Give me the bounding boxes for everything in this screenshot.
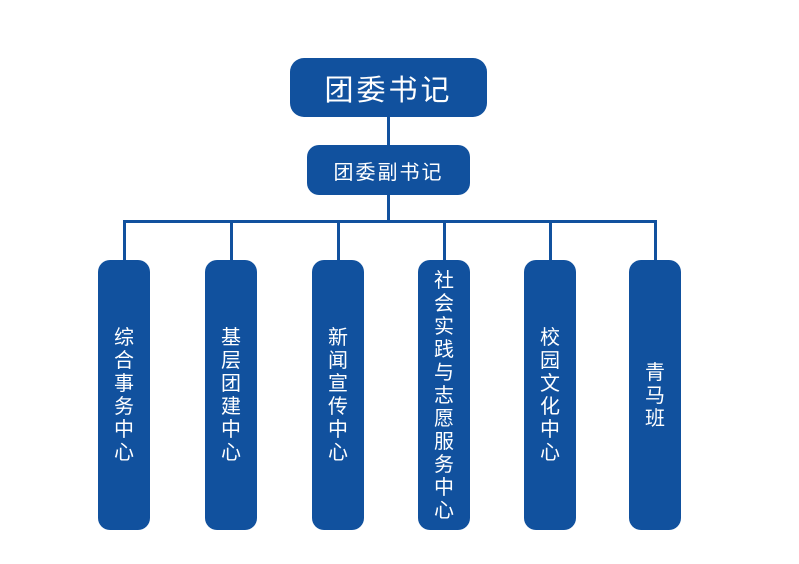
org-node-qingma-class-label: 青马班 bbox=[645, 359, 665, 430]
connector-drop-qingma-class bbox=[654, 220, 657, 260]
org-node-deputy-secretary-label: 团委副书记 bbox=[333, 159, 444, 184]
org-node-social-practice-volunteer-center: 社会实践与志愿服务中心 bbox=[418, 260, 470, 530]
connector-drop-league-building bbox=[230, 220, 233, 260]
connector-root-to-deputy bbox=[387, 115, 390, 148]
org-node-campus-culture-center: 校园文化中心 bbox=[524, 260, 576, 530]
connector-bus-line bbox=[123, 220, 657, 223]
connector-deputy-to-bus bbox=[387, 193, 390, 223]
org-node-general-affairs-center: 综合事务中心 bbox=[98, 260, 150, 530]
org-node-secretary: 团委书记 bbox=[290, 58, 487, 117]
org-node-qingma-class: 青马班 bbox=[629, 260, 681, 530]
org-node-secretary-label: 团委书记 bbox=[324, 72, 453, 107]
connector-drop-news-publicity bbox=[337, 220, 340, 260]
org-node-league-building-center-label: 基层团建中心 bbox=[221, 325, 241, 464]
connector-drop-campus-culture bbox=[549, 220, 552, 260]
org-node-league-building-center: 基层团建中心 bbox=[205, 260, 257, 530]
org-node-general-affairs-center-label: 综合事务中心 bbox=[114, 325, 134, 464]
connector-drop-social-practice bbox=[443, 220, 446, 260]
org-node-deputy-secretary: 团委副书记 bbox=[307, 145, 470, 195]
org-node-campus-culture-center-label: 校园文化中心 bbox=[540, 325, 560, 464]
org-node-news-publicity-center: 新闻宣传中心 bbox=[312, 260, 364, 530]
connector-drop-general-affairs bbox=[123, 220, 126, 260]
org-node-news-publicity-center-label: 新闻宣传中心 bbox=[328, 325, 348, 464]
org-node-social-practice-volunteer-center-label: 社会实践与志愿服务中心 bbox=[434, 267, 454, 522]
